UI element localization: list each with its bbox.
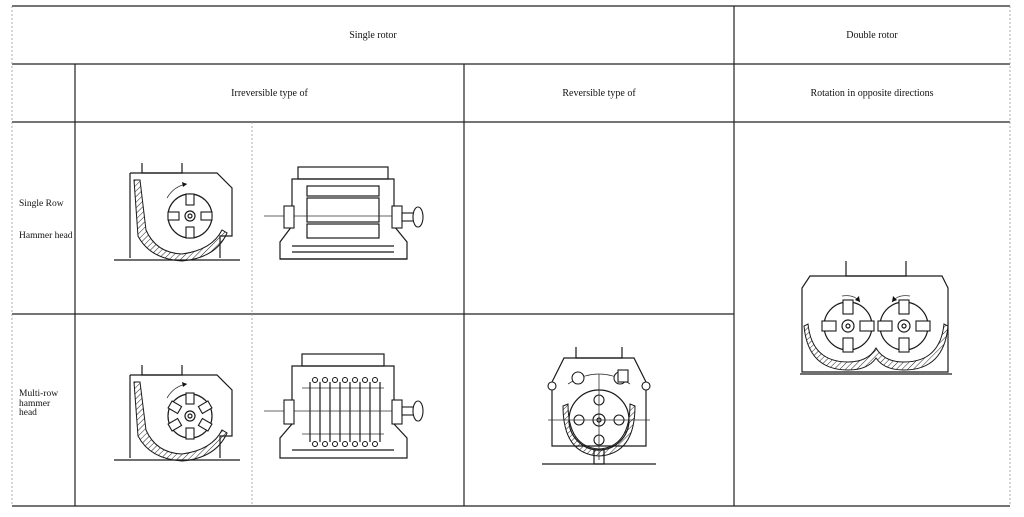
multi-row-hammer-crusher-side-icon [114,365,240,462]
reversible-hammer-crusher-icon [542,347,656,465]
row-label-single-row-line2: Hammer head [19,231,73,241]
header-double-rotor: Double rotor [846,29,898,41]
row-label-single-row-line1: Single Row [19,199,64,209]
header-single-rotor: Single rotor [349,29,397,41]
hammer-crusher-front-section-icon [264,166,424,260]
row-label-multi-row-line2: hammer [19,399,51,409]
subheader-irreversible: Irreversible type of [231,87,308,99]
multi-row-hammer-crusher-front-icon [264,353,424,459]
double-rotor-hammer-crusher-icon [800,261,952,375]
row-label-multi-row-line3: head [19,408,37,418]
row-label-multi-row-line1: Multi-row [19,389,59,399]
hammer-crusher-side-section-icon [114,163,240,262]
subheader-reversible: Reversible type of [562,87,636,99]
subheader-opposite-rotation: Rotation in opposite directions [810,87,934,99]
